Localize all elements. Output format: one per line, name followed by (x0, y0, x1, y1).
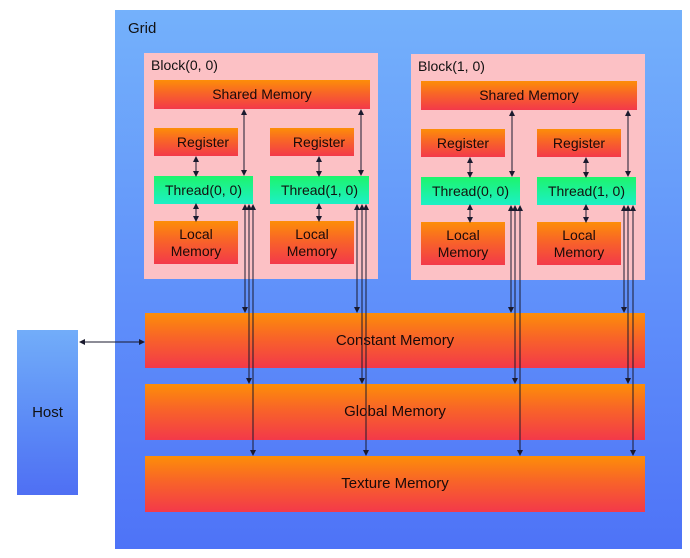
shared-memory-label: Shared Memory (479, 87, 579, 104)
local-memory-label: Local Memory (170, 225, 222, 259)
local-memory-label: Local Memory (553, 226, 605, 260)
shared-memory-label: Shared Memory (212, 86, 312, 103)
block-0-0-thread-0: Thread(0, 0) (154, 176, 253, 204)
host-box: Host (17, 330, 78, 495)
local-memory-label: Local Memory (437, 226, 489, 260)
block-0-0-thread-1-register: Register (270, 128, 354, 156)
constant-memory: Constant Memory (145, 313, 645, 368)
block-0-0-thread-1-local-memory: Local Memory (270, 221, 354, 264)
block-0-0-thread-1: Thread(1, 0) (270, 176, 369, 204)
grid-label: Grid (128, 20, 157, 37)
host-label: Host (32, 404, 63, 421)
block-1-0-thread-1: Thread(1, 0) (537, 177, 636, 205)
block-1-0-thread-1-local-memory: Local Memory (537, 222, 621, 265)
block-0-0-thread-0-local-memory: Local Memory (154, 221, 238, 264)
local-memory-label: Local Memory (286, 225, 338, 259)
thread-label: Thread(1, 0) (280, 182, 359, 198)
block-1-0-shared-memory: Shared Memory (421, 81, 637, 110)
thread-label: Thread(0, 0) (431, 183, 510, 199)
global-memory: Global Memory (145, 384, 645, 440)
block-1-0-thread-0-register: Register (421, 129, 505, 157)
block-0-0-shared-memory: Shared Memory (154, 80, 370, 109)
thread-label: Thread(1, 0) (547, 183, 626, 199)
register-label: Register (292, 133, 346, 150)
register-label: Register (436, 134, 490, 151)
register-label: Register (552, 134, 606, 151)
block-1-0-thread-0-local-memory: Local Memory (421, 222, 505, 265)
block-1-0-thread-0: Thread(0, 0) (421, 177, 520, 205)
block-0-0-label: Block(0, 0) (151, 57, 218, 73)
texture-memory: Texture Memory (145, 456, 645, 512)
block-1-0-thread-1-register: Register (537, 129, 621, 157)
global-memory-label: Global Memory (344, 403, 446, 420)
register-label: Register (176, 133, 230, 150)
block-1-0-label: Block(1, 0) (418, 58, 485, 74)
block-0-0-thread-0-register: Register (154, 128, 238, 156)
thread-label: Thread(0, 0) (164, 182, 243, 198)
constant-memory-label: Constant Memory (335, 331, 455, 349)
texture-memory-label: Texture Memory (341, 475, 449, 492)
